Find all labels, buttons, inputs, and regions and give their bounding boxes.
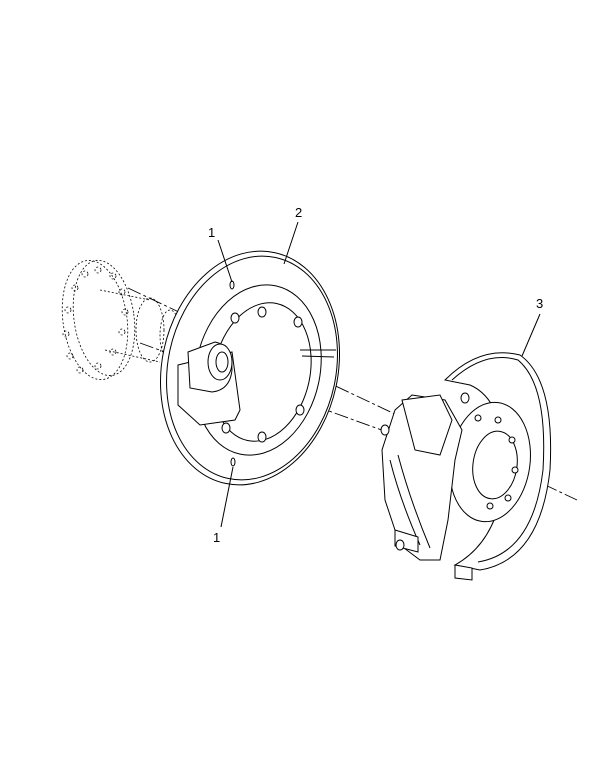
callout-3: 3	[536, 296, 543, 311]
wheel-hub-flange-phantom	[61, 260, 181, 380]
brake-caliper-backing-plate	[380, 352, 552, 581]
leader-line-1-bottom	[220, 466, 234, 528]
leader-line-1-top	[217, 239, 233, 283]
callout-1-top: 1	[208, 225, 215, 240]
callout-2: 2	[295, 205, 302, 220]
leader-line-3	[521, 313, 541, 357]
callout-1-bottom: 1	[213, 530, 220, 545]
splash-shield-plate	[159, 250, 341, 486]
leader-line-2	[283, 221, 299, 265]
